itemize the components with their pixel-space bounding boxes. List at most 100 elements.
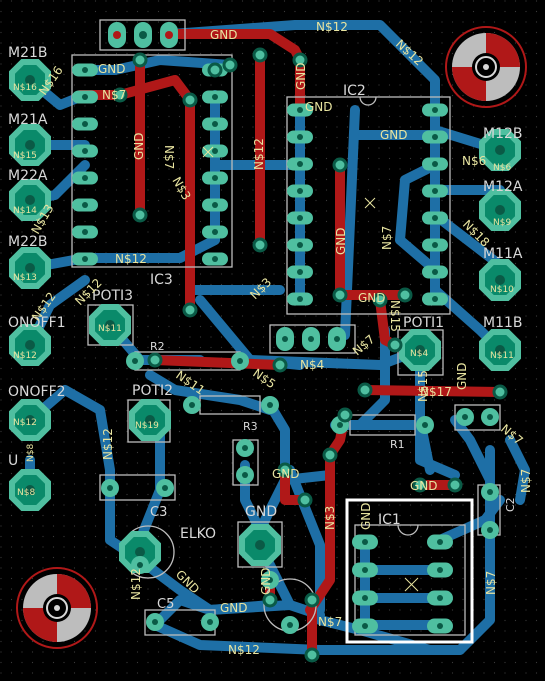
c-small-outline	[454, 404, 501, 431]
trace-c2	[450, 415, 495, 485]
net-gnd-mid: GND	[272, 467, 300, 481]
pad-ic2-left-4	[287, 184, 313, 198]
pad-ic2-left-7	[287, 265, 313, 279]
pad-ic2-right-5	[422, 211, 448, 225]
net-gnd-ic2-right: GND	[380, 128, 408, 142]
trace-n17	[360, 385, 505, 397]
trace-n12-ic3	[80, 235, 220, 263]
pad-poti1	[399, 329, 441, 371]
label-poti2: POTI2	[132, 383, 173, 399]
pad-elko	[119, 531, 161, 573]
pad-ic3-right-3	[202, 117, 228, 131]
net-n17: N$17	[420, 385, 452, 399]
via-19	[304, 592, 320, 608]
via-25	[372, 292, 388, 308]
label-m12b: M12B	[483, 126, 523, 142]
label-r3: R3	[243, 420, 258, 433]
net-n12-bottom: N$12	[228, 643, 260, 657]
pad-label-m22b: N$13	[13, 273, 37, 283]
net-gnd-ic2: GND	[305, 100, 333, 114]
net-n7-bottom-right: N$7	[484, 571, 498, 595]
via-10	[147, 352, 163, 368]
via-3	[182, 302, 198, 318]
pad-ic3-right-5	[202, 171, 228, 185]
net-gnd-vertical-4: GND	[455, 362, 469, 390]
pad-ic3-left-3	[72, 117, 98, 131]
pad-ic1-right-3	[427, 590, 453, 606]
trace-gnd-top	[167, 29, 305, 115]
pad-ic2-left-2	[287, 130, 313, 144]
component-labels: M21B M21A M22A M22B ONOFF1 ONOFF2 U M12B…	[8, 45, 523, 612]
via-27	[112, 87, 128, 103]
pad-r3-b	[261, 396, 279, 414]
ic1-outline	[354, 524, 466, 636]
trace-n5	[150, 355, 285, 370]
ic1-keepout	[345, 498, 474, 644]
pad-label-m12b: N$6	[493, 163, 511, 173]
header-pads	[108, 22, 178, 48]
via-5	[252, 237, 268, 253]
ic2-notch	[359, 96, 377, 106]
pad-ic3-right-7	[202, 225, 228, 239]
pad-ic1-left-3	[352, 590, 378, 606]
net-n15-vertical: N$15	[416, 370, 430, 402]
net-n12-ic3: N$12	[115, 252, 147, 266]
via-23	[207, 62, 223, 78]
c3-outline	[99, 474, 176, 501]
pad-label-m21b: N$16	[13, 83, 37, 93]
ic3-outline	[71, 54, 233, 268]
pad-ic1-left-4	[352, 618, 378, 634]
pad-label-poti2: N$19	[135, 421, 159, 431]
net-n15: N$15	[388, 300, 402, 332]
pad-label-m11b: N$11	[490, 351, 514, 361]
via-8	[332, 287, 348, 303]
pad-r2-a	[126, 352, 144, 370]
pad-lower-b	[281, 616, 299, 634]
pad-ic2-left-8	[287, 292, 313, 306]
pad-net-labels: N$16 N$15 N$14 N$13 N$12 N$12 N$8 N$6 N$…	[13, 83, 514, 498]
label-m22b: M22B	[8, 234, 48, 250]
net-gnd-vertical-2: GND	[294, 62, 308, 90]
via-12	[357, 382, 373, 398]
pad-ic2-left-5	[287, 211, 313, 225]
net-n7-bottom: N$7	[318, 615, 342, 629]
mounting-hole-top-right	[445, 26, 527, 108]
ic1-notch	[397, 524, 419, 536]
oval-pads	[72, 63, 499, 634]
via-9	[397, 287, 413, 303]
pad-cmid-a	[236, 439, 254, 457]
pad-ic2-left-1	[287, 103, 313, 117]
pad-c3-b	[156, 479, 174, 497]
label-ic1: IC1	[378, 512, 401, 528]
net-n12-left-vertical: N$12	[101, 428, 115, 460]
label-onoff1: ONOFF1	[8, 315, 66, 331]
pad-label-onoff2: N$12	[13, 418, 37, 428]
pad-r3-a	[183, 396, 201, 414]
via-7	[332, 157, 348, 173]
pad-m22b	[9, 247, 51, 289]
pad-label-onoff1: N$12	[13, 351, 37, 361]
net-gnd-bottom: GND	[220, 601, 248, 615]
via-14	[412, 477, 428, 493]
via-16	[277, 462, 293, 478]
pad-ic2-right-7	[422, 265, 448, 279]
pad-m21b	[9, 59, 51, 101]
pad-csmall-a	[456, 408, 474, 426]
label-m22a: M22A	[8, 168, 48, 184]
pad-ic3-left-4	[72, 144, 98, 158]
pad-ic2-right-3	[422, 157, 448, 171]
pad-ic3-right-8	[202, 252, 228, 266]
net-n7-vertical: N$7	[162, 145, 176, 169]
pad-ic3-left-2	[72, 90, 98, 104]
octagon-pads	[9, 59, 521, 573]
pad-ic1-right-1	[427, 534, 453, 550]
via-1	[132, 52, 148, 68]
pad-ic3-left-8	[72, 252, 98, 266]
net-gnd-vertical: GND	[132, 132, 146, 160]
net-n7-right-vertical: N$7	[519, 469, 533, 493]
label-m12a: M12A	[483, 179, 523, 195]
pad-onoff1	[9, 324, 51, 366]
net-n3-vertical: N$3	[323, 506, 337, 530]
